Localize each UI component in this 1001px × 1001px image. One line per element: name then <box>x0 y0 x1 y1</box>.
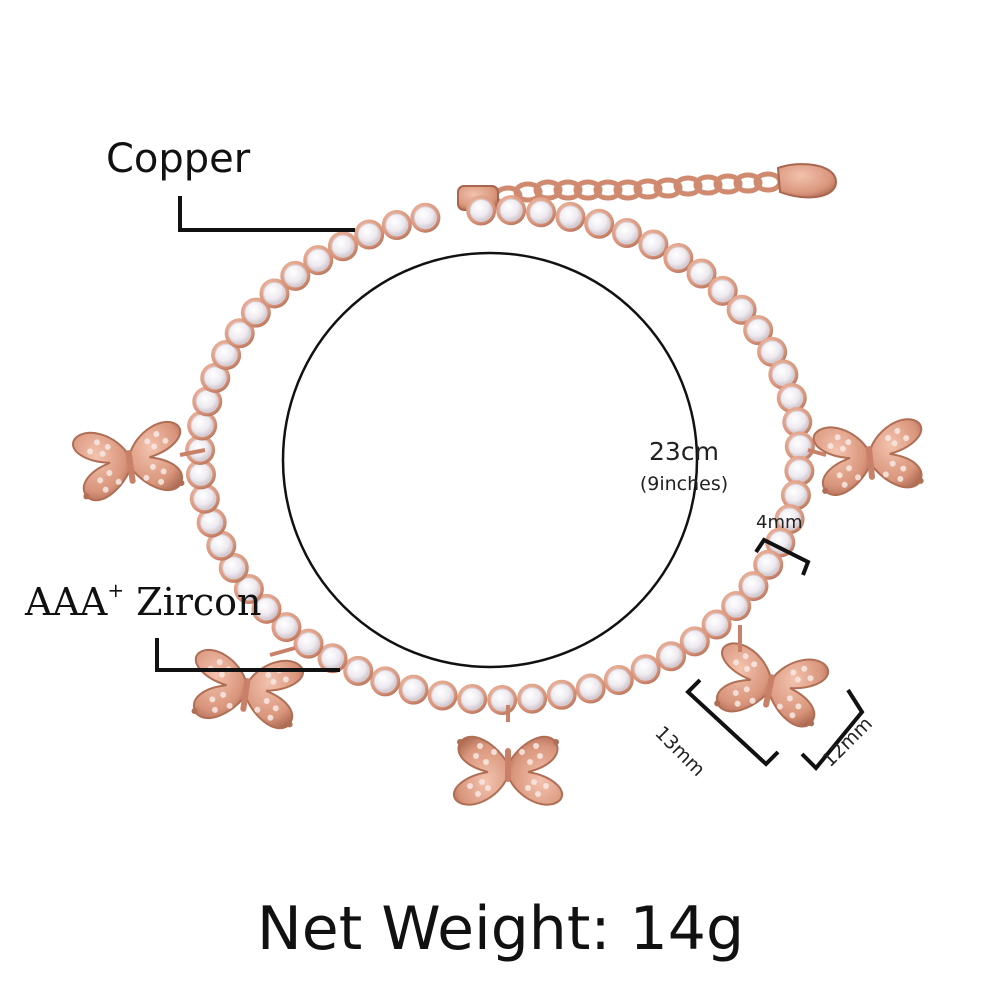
zircon-stone <box>730 298 754 322</box>
zircon-stone <box>724 594 748 618</box>
butterfly-charm <box>186 647 306 732</box>
zircon-stone <box>615 221 639 245</box>
zircon-stone <box>297 632 321 656</box>
zircon-stone <box>401 678 425 702</box>
zircon-stone <box>741 574 765 598</box>
zircon-stone <box>634 657 658 681</box>
copper-leader-line <box>178 196 355 232</box>
zircon-stone <box>666 246 690 270</box>
zircon-stone <box>200 511 224 535</box>
zircon-stone <box>711 279 735 303</box>
net-weight-label: Net Weight: 14g <box>256 894 745 964</box>
length-circle <box>281 251 699 669</box>
zircon-stone <box>385 213 409 237</box>
zircon-stone <box>283 264 307 288</box>
extender-chain <box>493 171 783 207</box>
zircon-stone <box>641 232 665 256</box>
zircon-stone <box>756 553 780 577</box>
stone-width-label: 4mm <box>756 512 803 533</box>
zircon-stone <box>209 534 233 558</box>
lobster-clasp <box>776 163 838 199</box>
zircon-stone <box>373 669 397 693</box>
length-inches-label: (9inches) <box>639 473 729 495</box>
material-label: Copper <box>106 136 251 182</box>
zircon-stone <box>431 683 455 707</box>
zircon-stone <box>214 343 238 367</box>
butterfly-charm <box>70 419 190 504</box>
zircon-stone <box>771 363 795 387</box>
zircon-stone <box>460 687 484 711</box>
zircon-stone <box>499 198 523 222</box>
zircon-stone <box>785 410 809 434</box>
charm-width-bracket <box>800 688 865 771</box>
zircon-stone <box>262 281 286 305</box>
zircon-stone <box>558 205 582 229</box>
zircon-stone <box>331 234 355 258</box>
zircon-stone <box>760 340 784 364</box>
zircon-stone <box>690 261 714 285</box>
stone-label-sup: + <box>107 578 125 602</box>
zircon-stone <box>780 386 804 410</box>
stone-label-prefix: AAA <box>25 580 108 624</box>
zircon-stone <box>705 613 729 637</box>
zircon-stone <box>784 483 808 507</box>
zircon-stone <box>255 597 279 621</box>
zircon-leader-line <box>155 638 340 672</box>
length-label: 23cm <box>649 437 719 466</box>
zircon-stone <box>683 629 707 653</box>
butterfly-charm <box>452 735 564 806</box>
zircon-stone <box>321 646 345 670</box>
zircon-stone <box>306 248 330 272</box>
stone-label-suffix: Zircon <box>124 580 262 624</box>
zircon-stone <box>222 556 246 580</box>
zircon-stone <box>529 200 553 224</box>
zircon-stone <box>550 683 574 707</box>
zircon-stone <box>787 459 811 483</box>
zircon-stone <box>244 301 268 325</box>
butterfly-charm <box>811 416 929 498</box>
zircon-stone <box>469 198 493 222</box>
zircon-stone <box>203 366 227 390</box>
zircon-stone <box>237 577 261 601</box>
zircon-stone <box>195 389 219 413</box>
zircon-stone <box>190 414 214 438</box>
zircon-stone <box>228 321 252 345</box>
width-bracket <box>754 537 811 576</box>
zircon-stone <box>193 487 217 511</box>
zircon-stone <box>607 668 631 692</box>
zircon-stone <box>659 644 683 668</box>
zircon-stone <box>788 434 812 458</box>
charm-length-bracket <box>685 678 780 767</box>
zircon-stone <box>413 206 437 230</box>
stone-label: AAA+ Zircon <box>25 578 262 624</box>
zircon-stone <box>778 507 802 531</box>
zircon-stone <box>746 318 770 342</box>
zircon-stone <box>579 677 603 701</box>
zircon-stone <box>274 615 298 639</box>
zircon-stone <box>346 659 370 683</box>
zircon-stone <box>189 462 213 486</box>
zircon-stone <box>520 687 544 711</box>
zircon-stone <box>357 223 381 247</box>
zircon-stone <box>587 212 611 236</box>
butterfly-charm <box>709 639 832 731</box>
